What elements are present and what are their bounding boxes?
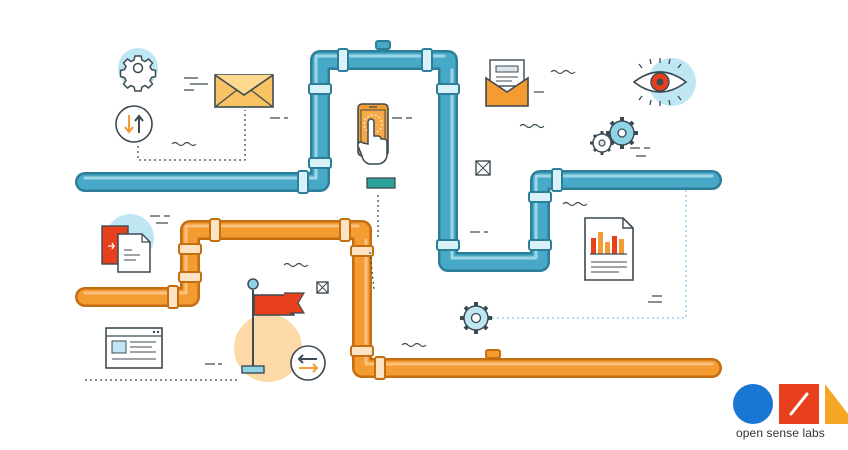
flag-icon [234, 278, 306, 382]
envelope-icon [214, 74, 274, 108]
logo-amber-shape [825, 384, 848, 424]
exchange-arrows-icon [290, 345, 326, 381]
browser-window-icon [105, 327, 163, 369]
gear-icon [118, 48, 158, 92]
dotted-connectors [85, 110, 379, 381]
eye-icon [632, 58, 696, 106]
small-box-icon [316, 160, 491, 294]
brand-name: open sense labs [736, 426, 825, 440]
open-mail-icon [485, 59, 529, 107]
documents-icon [101, 214, 154, 273]
gears-icon [590, 117, 638, 155]
orange-pipe-joints [167, 218, 501, 380]
logo-blue-circle [733, 384, 773, 424]
bar-chart-document-icon [584, 217, 634, 281]
sync-arrows-icon [115, 105, 153, 143]
brand-logo-mark [733, 384, 848, 424]
decorative-squiggles [150, 69, 662, 365]
teal-pipe-joints [297, 40, 563, 251]
gear-outline-icon [460, 302, 492, 334]
smartphone-tap-icon [357, 103, 396, 189]
